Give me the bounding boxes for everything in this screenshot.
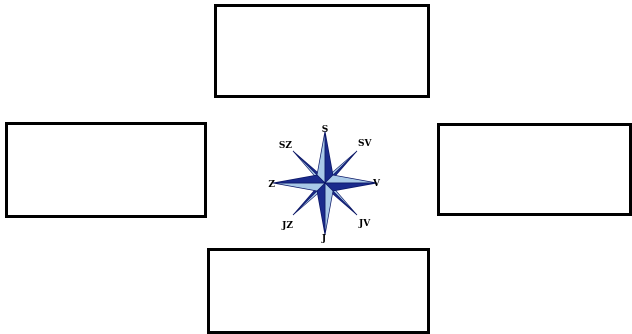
- compass-label-ne: SV: [358, 139, 372, 149]
- empty-box-left: [5, 122, 207, 218]
- compass-label-n: S: [322, 125, 329, 135]
- compass-rose-icon: S SV V JV J JZ Z SZ: [268, 125, 381, 244]
- empty-box-bottom: [207, 248, 430, 334]
- compass-label-s: J: [321, 234, 326, 244]
- compass-label-w: Z: [268, 180, 275, 190]
- compass-label-nw: SZ: [279, 141, 292, 151]
- empty-box-top: [214, 4, 430, 98]
- empty-box-right: [437, 123, 632, 216]
- compass-label-se: JV: [358, 219, 371, 229]
- compass-label-sw: JZ: [281, 221, 293, 231]
- compass-cardinal-points: [272, 130, 378, 236]
- compass-label-e: V: [372, 179, 381, 189]
